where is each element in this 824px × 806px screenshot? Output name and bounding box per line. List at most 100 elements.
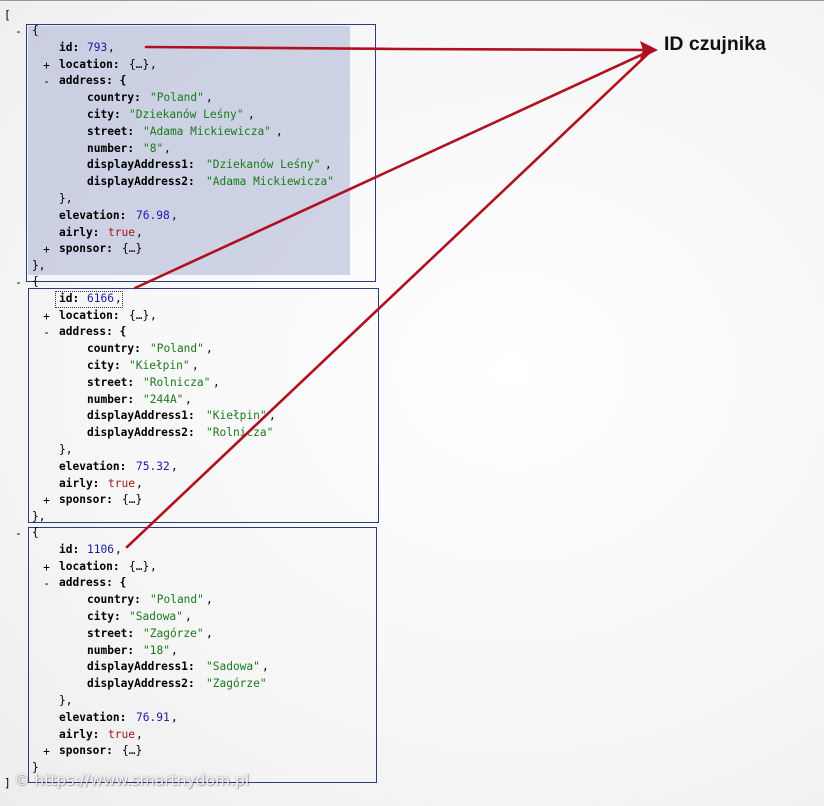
key-id: id: [59, 41, 86, 54]
displayAddress1-value: "Dziekanów Leśny" [206, 158, 321, 171]
collapsed-object: {…} [122, 744, 143, 757]
key-sponsor: sponsor: [59, 744, 120, 757]
id-value: 793 [87, 41, 108, 54]
collapse-toggle[interactable]: - [43, 75, 50, 88]
comma: , [150, 58, 157, 71]
key-id: id: [59, 292, 86, 305]
displayAddress2-value: "Adama Mickiewicza" [206, 175, 334, 188]
elevation-value: 76.98 [136, 209, 170, 222]
key-displayAddress1: displayAddress1: [87, 660, 202, 673]
key-country: country: [87, 593, 148, 606]
key-location: location: [59, 309, 127, 322]
comma: , [262, 660, 269, 673]
key-location: location: [59, 560, 127, 573]
number-value: "244A" [143, 393, 184, 406]
key-elevation: elevation: [59, 711, 134, 724]
comma: , [206, 91, 213, 104]
array-entry[interactable] [28, 527, 377, 783]
key-elevation: elevation: [59, 209, 134, 222]
array-entry[interactable] [26, 24, 376, 282]
collapsed-object: {…} [129, 309, 150, 322]
comma: , [136, 477, 143, 490]
key-city: city: [87, 108, 128, 121]
key-displayAddress2: displayAddress2: [87, 426, 202, 439]
comma: , [185, 393, 192, 406]
key-country: country: [87, 91, 148, 104]
city-value: "Dziekanów Leśny" [129, 108, 244, 121]
number-value: "8" [143, 142, 164, 155]
entry-close-brace: }, [32, 259, 46, 272]
comma: , [115, 292, 122, 305]
street-value: "Rolnicza" [143, 376, 211, 389]
top-divider [0, 0, 824, 1]
comma: , [164, 142, 171, 155]
displayAddress1-value: "Sadowa" [206, 660, 260, 673]
key-address: address: { [59, 74, 127, 87]
collapse-toggle[interactable]: - [43, 577, 50, 590]
collapsed-object: {…} [122, 242, 143, 255]
key-airly: airly: [59, 728, 107, 741]
watermark: © https://www.smartnydom.pl [14, 771, 250, 789]
expand-toggle[interactable]: + [43, 243, 50, 256]
city-value: "Kiełpin" [129, 359, 190, 372]
elevation-value: 76.91 [136, 711, 170, 724]
airly-value: true [108, 226, 135, 239]
collapse-toggle[interactable]: - [43, 326, 50, 339]
close-brace: }, [59, 443, 73, 456]
key-street: street: [87, 376, 141, 389]
number-value: "18" [143, 644, 170, 657]
street-value: "Zagórze" [143, 627, 204, 640]
key-displayAddress1: displayAddress1: [87, 158, 202, 171]
collapse-toggle[interactable]: - [15, 25, 22, 38]
entry-close-brace: }, [32, 510, 46, 523]
key-street: street: [87, 125, 141, 138]
comma: , [206, 627, 213, 640]
id-value: 6166 [87, 292, 114, 305]
collapsed-object: {…} [129, 58, 150, 71]
comma: , [150, 560, 157, 573]
collapsed-object: {…} [129, 560, 150, 573]
open-brace: { [32, 526, 39, 539]
expand-toggle[interactable]: + [43, 494, 50, 507]
annotation-arrow-line [133, 48, 654, 290]
displayAddress2-value: "Zagórze" [206, 677, 267, 690]
arrowhead-icon [640, 41, 658, 59]
key-sponsor: sponsor: [59, 493, 120, 506]
airly-value: true [108, 728, 135, 741]
displayAddress1-value: "Kiełpin" [206, 409, 267, 422]
city-value: "Sadowa" [129, 610, 183, 623]
collapse-toggle[interactable]: - [15, 276, 22, 289]
comma: , [115, 543, 122, 556]
open-brace: { [32, 275, 39, 288]
annotation-arrow-lines [125, 41, 658, 549]
key-displayAddress2: displayAddress2: [87, 175, 202, 188]
key-location: location: [59, 58, 127, 71]
expand-toggle[interactable]: + [43, 561, 50, 574]
comma: , [136, 226, 143, 239]
key-street: street: [87, 627, 141, 640]
displayAddress2-value: "Rolnicza" [206, 426, 274, 439]
close-brace: }, [59, 192, 73, 205]
expand-toggle[interactable]: + [43, 310, 50, 323]
array-entry[interactable] [28, 288, 379, 523]
comma: , [171, 644, 178, 657]
expand-toggle[interactable]: + [43, 59, 50, 72]
collapsed-object: {…} [122, 493, 143, 506]
array-open-bracket: [ [4, 9, 11, 22]
comma: , [108, 41, 115, 54]
comma: , [185, 610, 192, 623]
airly-value: true [108, 477, 135, 490]
entry-close-brace: } [32, 761, 39, 774]
id-value: 1106 [87, 543, 114, 556]
comma: , [276, 125, 283, 138]
entry-highlight [28, 26, 350, 275]
open-brace: { [32, 24, 39, 37]
key-country: country: [87, 342, 148, 355]
collapse-toggle[interactable]: - [15, 527, 22, 540]
country-value: "Poland" [150, 342, 204, 355]
expand-toggle[interactable]: + [43, 745, 50, 758]
comma: , [136, 728, 143, 741]
country-value: "Poland" [150, 593, 204, 606]
annotation-arrow-line [125, 48, 654, 549]
